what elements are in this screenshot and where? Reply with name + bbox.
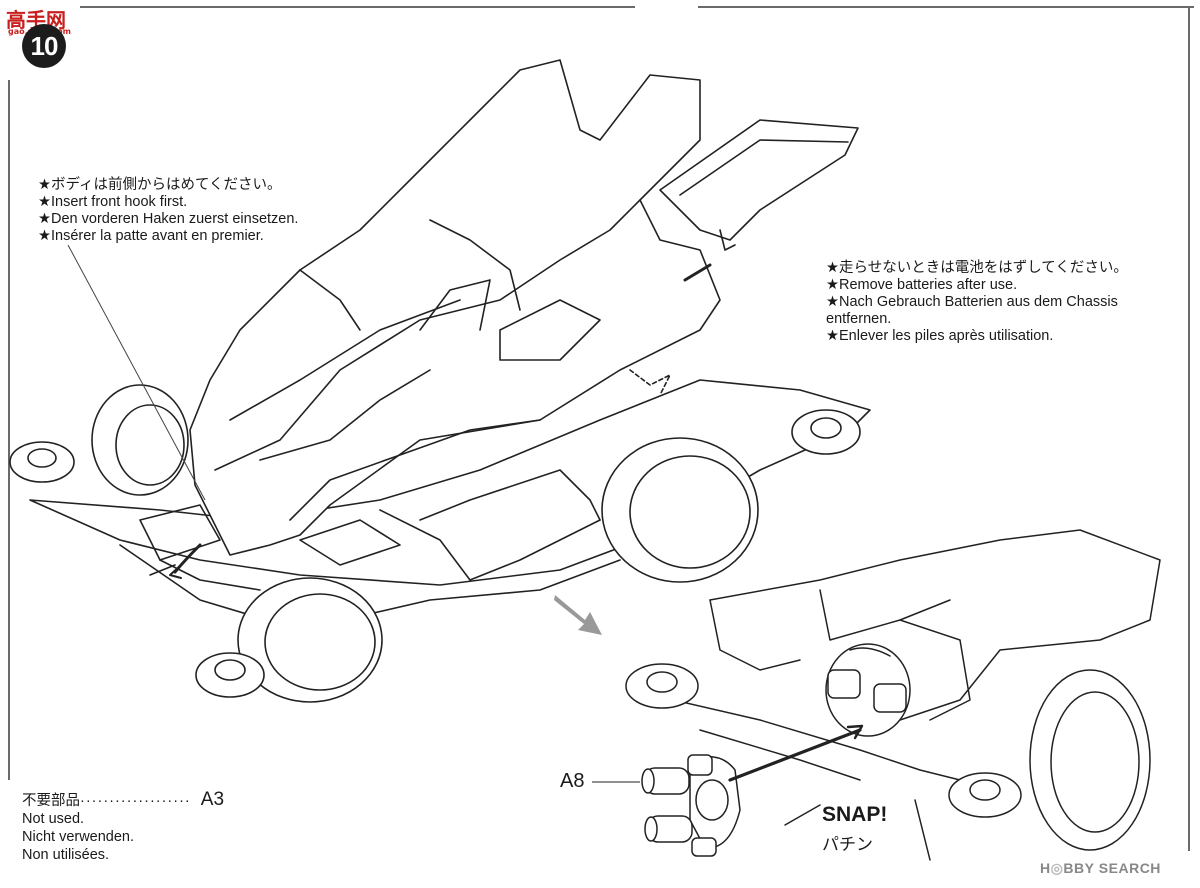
- brand-o-icon: ◎: [1050, 860, 1064, 876]
- frame-top-left: [80, 6, 635, 8]
- part-label-a8: A8: [560, 770, 585, 792]
- unused-parts-de: Nicht verwenden.: [22, 829, 135, 845]
- note-batteries: ★走らせないときは電池をはずしてください。 ★Remove batteries …: [826, 260, 1176, 345]
- brand-watermark: H◎BBY SEARCH: [1040, 860, 1161, 877]
- frame-right: [1188, 6, 1190, 851]
- brand-suffix: SEARCH: [1098, 860, 1161, 876]
- note-front-hook-ja: ★ボディは前側からはめてください。: [38, 177, 282, 193]
- unused-parts-number: A3: [200, 789, 225, 810]
- unused-parts-note: 不要部品··················· A3 Not used. Nic…: [22, 789, 225, 864]
- main-car-wheels: [91, 384, 759, 703]
- inset-car: [625, 529, 1161, 861]
- unused-parts-ja: 不要部品: [22, 793, 80, 809]
- note-batteries-de: ★Nach Gebrauch Batterien aus dem Chassis…: [826, 294, 1118, 327]
- unused-parts-dots: ···················: [80, 793, 191, 809]
- note-batteries-fr: ★Enlever les piles après utilisation.: [826, 328, 1054, 344]
- note-batteries-en: ★Remove batteries after use.: [826, 277, 1018, 293]
- snap-label: SNAP!: [822, 803, 888, 826]
- main-car-rollers: [9, 409, 861, 698]
- main-car-wing: [659, 119, 859, 251]
- note-batteries-ja: ★走らせないときは電池をはずしてください。: [826, 260, 1128, 276]
- progress-arrow: [554, 595, 602, 635]
- note-front-hook-en: ★Insert front hook first.: [38, 194, 188, 210]
- brand-mid: BBY: [1063, 860, 1095, 876]
- unused-parts-fr: Non utilisées.: [22, 847, 110, 863]
- unused-parts-en: Not used.: [22, 811, 85, 827]
- frame-top-right: [698, 6, 1194, 8]
- note-front-hook-fr: ★Insérer la patte avant en premier.: [38, 228, 264, 244]
- frame-left: [8, 80, 10, 780]
- note-front-hook: ★ボディは前側からはめてください。 ★Insert front hook fir…: [38, 177, 298, 245]
- step-number-badge: 10: [22, 24, 66, 68]
- note-front-hook-de: ★Den vorderen Haken zuerst einsetzen.: [38, 211, 299, 227]
- main-car-body: [189, 59, 721, 556]
- snap-label-ja: パチン: [822, 835, 873, 855]
- brand-prefix: H: [1040, 860, 1051, 876]
